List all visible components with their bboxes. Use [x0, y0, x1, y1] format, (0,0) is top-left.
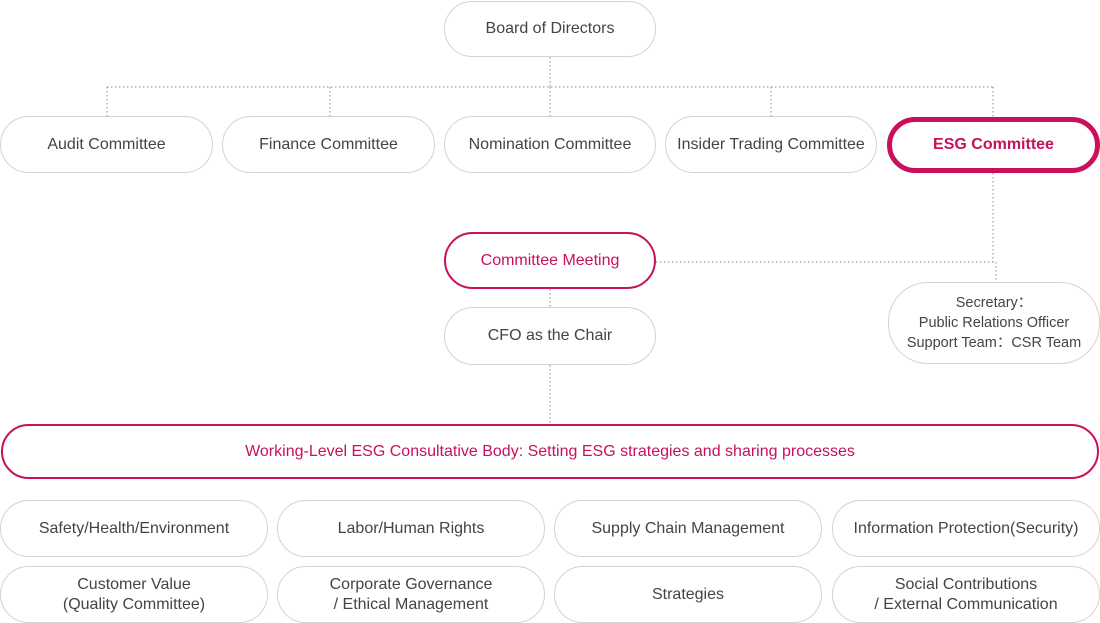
- secretary-box: Secretary： Public Relations Officer Supp…: [888, 282, 1100, 364]
- board-of-directors: Board of Directors: [444, 1, 656, 57]
- working-level-body: Working-Level ESG Consultative Body: Set…: [1, 424, 1099, 479]
- subgroup-label: Information Protection(Security): [853, 519, 1079, 537]
- subgroup-label: Customer Value: [77, 575, 191, 593]
- subgroup-label: (Quality Committee): [62, 595, 206, 613]
- committee-label: Nomination Committee: [468, 135, 632, 153]
- subgroup-social-contributions: Social Contributions / External Communic…: [832, 566, 1100, 623]
- committee-finance: Finance Committee: [222, 116, 435, 173]
- committee-label: Insider Trading Committee: [677, 135, 865, 153]
- secretary-line: Support Team：CSR Team: [906, 335, 1082, 351]
- committee-label: Audit Committee: [47, 135, 166, 153]
- secretary-line: Public Relations Officer: [918, 315, 1070, 331]
- chair-label: CFO as the Chair: [487, 327, 613, 344]
- secretary-line: Secretary：: [955, 295, 1033, 311]
- committee-nomination: Nomination Committee: [444, 116, 656, 173]
- subgroup-label: Strategies: [651, 585, 725, 603]
- subgroup-information-protection: Information Protection(Security): [832, 500, 1100, 557]
- subgroup-customer-value: Customer Value (Quality Committee): [0, 566, 268, 623]
- subgroup-supply-chain: Supply Chain Management: [554, 500, 822, 557]
- subgroup-label: Social Contributions: [894, 575, 1038, 593]
- committee-label: Finance Committee: [259, 135, 398, 153]
- committee-audit: Audit Committee: [0, 116, 213, 173]
- subgroup-label: Corporate Governance: [329, 575, 493, 593]
- committee-insider-trading: Insider Trading Committee: [665, 116, 877, 173]
- subgroup-label: Supply Chain Management: [591, 519, 785, 537]
- committee-esg: ESG Committee: [887, 117, 1100, 173]
- subgroup-label: Labor/Human Rights: [337, 519, 485, 537]
- subgroup-strategies: Strategies: [554, 566, 822, 623]
- subgroup-label: / External Communication: [874, 595, 1058, 613]
- cfo-chair: CFO as the Chair: [444, 307, 656, 365]
- committee-meeting: Committee Meeting: [444, 232, 656, 289]
- committee-label: ESG Committee: [933, 136, 1054, 153]
- committee-meeting-label: Committee Meeting: [480, 251, 620, 269]
- subgroup-safety: Safety/Health/Environment: [0, 500, 268, 557]
- subgroup-labor: Labor/Human Rights: [277, 500, 545, 557]
- board-label: Board of Directors: [485, 20, 615, 37]
- subgroup-label: Safety/Health/Environment: [38, 519, 230, 537]
- working-level-label: Working-Level ESG Consultative Body: Set…: [245, 442, 855, 460]
- subgroup-corporate-governance: Corporate Governance / Ethical Managemen…: [277, 566, 545, 623]
- subgroup-label: / Ethical Management: [333, 595, 489, 613]
